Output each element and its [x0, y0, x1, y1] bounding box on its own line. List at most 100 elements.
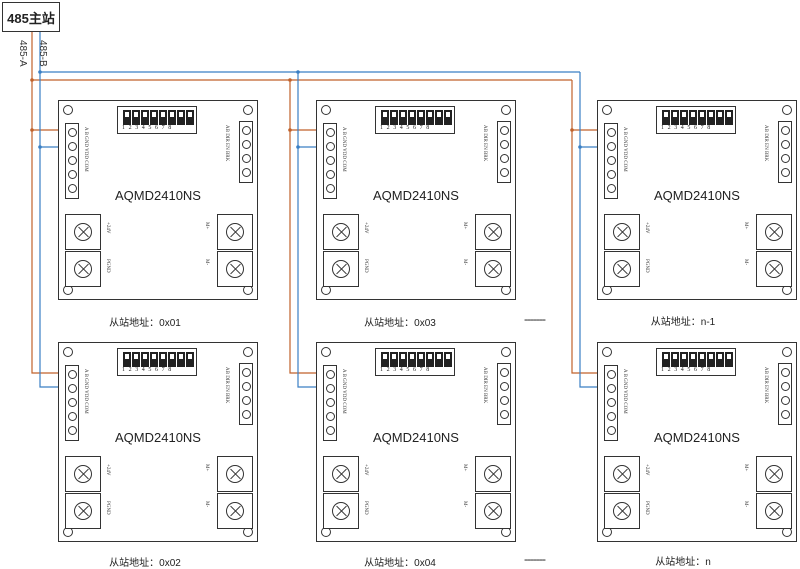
- power-terminal: [604, 493, 640, 529]
- terminal-pin: [781, 168, 790, 177]
- terminal-pin: [781, 126, 790, 135]
- dip-switch-lever: [123, 110, 131, 125]
- dip-switch-lever: [707, 352, 715, 367]
- control-terminal-labels: AB DIR EN BRK: [224, 125, 229, 162]
- screw-icon: [74, 502, 92, 520]
- signal-terminal-block: [604, 365, 618, 441]
- wire-junction-dot: [288, 128, 292, 132]
- motor-terminal: [756, 251, 792, 287]
- terminal-pin: [242, 382, 251, 391]
- power-terminal: [604, 214, 640, 250]
- signal-terminal-labels: A B GND VDD COM: [622, 127, 627, 172]
- wire-label-485-b: 485-B: [37, 40, 48, 67]
- motor-terminal: [756, 214, 792, 250]
- dip-switch: 12345678: [375, 106, 455, 134]
- signal-terminal-labels: A B GND VDD COM: [83, 127, 88, 172]
- terminal-pin: [68, 384, 77, 393]
- mounting-hole: [243, 105, 253, 115]
- screw-icon: [613, 465, 631, 483]
- dip-switch-lever: [444, 352, 452, 367]
- screw-icon: [484, 223, 502, 241]
- motor-terminal: [217, 493, 253, 529]
- terminal-pin: [500, 396, 509, 405]
- mounting-hole: [321, 347, 331, 357]
- control-terminal-block: [497, 363, 511, 425]
- terminal-pin: [500, 168, 509, 177]
- power-terminal-label: PGND: [363, 501, 368, 515]
- terminal-pin: [68, 412, 77, 421]
- mounting-hole: [782, 105, 792, 115]
- master-station-box: 485主站: [2, 2, 60, 32]
- power-terminal-label: +24V: [105, 222, 110, 234]
- dip-switch-lever: [417, 110, 425, 125]
- terminal-pin: [242, 368, 251, 377]
- power-terminal-label: PGND: [105, 259, 110, 273]
- board-model-name: AQMD2410NS: [654, 188, 740, 203]
- mounting-hole: [63, 105, 73, 115]
- screw-icon: [484, 260, 502, 278]
- screw-icon: [226, 502, 244, 520]
- slave-address-label: 从站地址：0x03: [364, 318, 436, 329]
- dip-switch-lever: [168, 352, 176, 367]
- control-terminal-labels: AB DIR EN BRK: [482, 367, 487, 404]
- terminal-pin: [326, 170, 335, 179]
- dip-switch-lever: [132, 110, 140, 125]
- terminal-pin: [68, 398, 77, 407]
- master-station-label: 485主站: [7, 10, 55, 26]
- signal-terminal-block: [323, 123, 337, 199]
- screw-icon: [74, 260, 92, 278]
- terminal-pin: [781, 140, 790, 149]
- screw-icon: [765, 223, 783, 241]
- wire-junctions: [30, 70, 582, 149]
- dip-switch-lever: [408, 352, 416, 367]
- dip-switch-lever: [186, 352, 194, 367]
- screw-icon: [74, 465, 92, 483]
- wire-junction-dot: [578, 145, 582, 149]
- control-terminal-block: [239, 121, 253, 183]
- motor-terminal-label: M-: [204, 501, 209, 508]
- terminal-pin: [607, 184, 616, 193]
- terminal-pin: [607, 426, 616, 435]
- terminal-pin: [500, 368, 509, 377]
- terminal-pin: [68, 370, 77, 379]
- mounting-hole: [602, 347, 612, 357]
- dip-switch: 12345678: [375, 348, 455, 376]
- screw-icon: [613, 223, 631, 241]
- power-terminal: [65, 493, 101, 529]
- dip-switch-lever: [426, 110, 434, 125]
- mounting-hole: [782, 347, 792, 357]
- dip-switch-lever: [123, 352, 131, 367]
- dip-switch-lever: [680, 352, 688, 367]
- dip-switch-numbers: 12345678: [661, 125, 714, 131]
- ellipsis-row-2: -------: [524, 552, 546, 566]
- power-terminal: [65, 214, 101, 250]
- terminal-pin: [326, 184, 335, 193]
- slave-address-label: 从站地址：0x04: [364, 558, 436, 569]
- terminal-pin: [781, 410, 790, 419]
- terminal-pin: [326, 384, 335, 393]
- screw-icon: [332, 223, 350, 241]
- terminal-pin: [68, 128, 77, 137]
- screw-icon: [613, 502, 631, 520]
- dip-switch: 12345678: [117, 106, 197, 134]
- dip-switch-lever: [177, 110, 185, 125]
- dip-switch-numbers: 12345678: [380, 125, 433, 131]
- motor-terminal-label: M+: [204, 222, 209, 230]
- terminal-pin: [326, 156, 335, 165]
- dip-switch-lever: [435, 110, 443, 125]
- board-model-name: AQMD2410NS: [115, 430, 201, 445]
- dip-switch-lever: [177, 352, 185, 367]
- terminal-pin: [326, 370, 335, 379]
- signal-terminal-block: [604, 123, 618, 199]
- wire-junction-dot: [296, 145, 300, 149]
- dip-switch: 12345678: [117, 348, 197, 376]
- screw-icon: [484, 502, 502, 520]
- ellipsis-row-1: -------: [524, 312, 546, 326]
- wire-junction-dot: [38, 70, 42, 74]
- screw-icon: [765, 260, 783, 278]
- terminal-pin: [500, 382, 509, 391]
- terminal-pin: [242, 140, 251, 149]
- motor-terminal: [475, 251, 511, 287]
- screw-icon: [332, 260, 350, 278]
